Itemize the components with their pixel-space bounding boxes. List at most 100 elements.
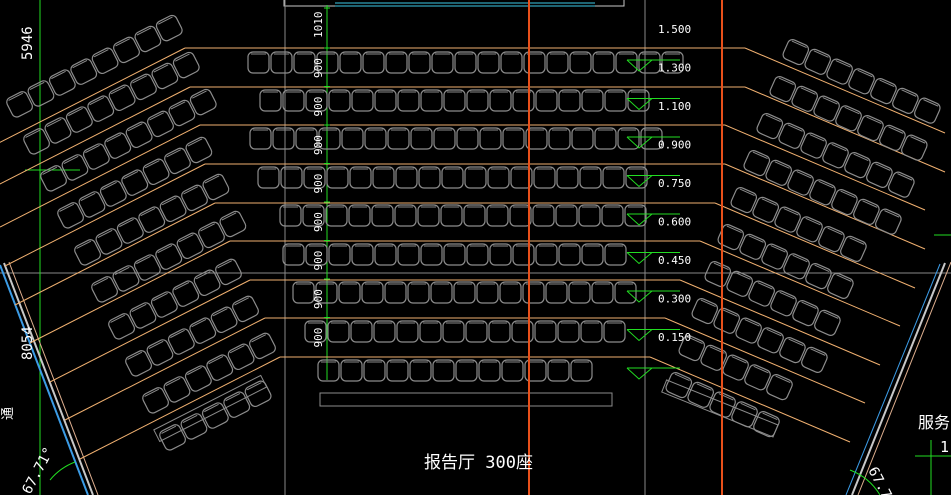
seat bbox=[341, 127, 364, 150]
seat bbox=[757, 327, 784, 354]
center-seat-row bbox=[317, 359, 593, 382]
seat bbox=[397, 243, 420, 266]
seat bbox=[292, 281, 315, 304]
seat bbox=[305, 89, 328, 112]
elevation-label: 1.500 bbox=[658, 23, 691, 36]
seat bbox=[407, 281, 430, 304]
seat bbox=[372, 166, 395, 189]
angle-left: 67.71° bbox=[19, 445, 57, 495]
seat bbox=[443, 243, 466, 266]
seat bbox=[374, 89, 397, 112]
seat bbox=[180, 413, 208, 440]
seat bbox=[535, 243, 558, 266]
seat bbox=[280, 166, 303, 189]
seat bbox=[146, 339, 174, 366]
dimension-label: 900 bbox=[312, 328, 325, 348]
side-seat-row bbox=[691, 298, 828, 373]
side-seat-row bbox=[717, 224, 854, 299]
elevation-label: 0.450 bbox=[658, 254, 691, 267]
seat bbox=[463, 204, 486, 227]
seat bbox=[525, 127, 548, 150]
elevation-markers: 1.5001.3001.1000.9000.7500.6000.4500.300… bbox=[626, 23, 691, 380]
seat bbox=[555, 204, 578, 227]
seat bbox=[305, 243, 328, 266]
side-seat-row bbox=[678, 335, 793, 401]
seat bbox=[193, 269, 221, 297]
seat bbox=[147, 110, 174, 138]
seat bbox=[257, 166, 280, 189]
elevation-marker: 1.300 bbox=[626, 62, 691, 111]
seat bbox=[617, 127, 640, 150]
side-seat-row bbox=[108, 258, 242, 340]
elevation-marker: 0.600 bbox=[626, 216, 691, 265]
side-seat-row bbox=[40, 88, 217, 192]
seat bbox=[394, 204, 417, 227]
seat bbox=[523, 51, 546, 74]
side-seat-row bbox=[91, 210, 247, 303]
seat bbox=[512, 89, 535, 112]
seat bbox=[796, 216, 823, 243]
seat bbox=[464, 166, 487, 189]
seat bbox=[456, 127, 479, 150]
seat bbox=[770, 290, 797, 317]
seat bbox=[875, 208, 902, 235]
seat bbox=[638, 51, 661, 74]
seat bbox=[476, 281, 499, 304]
side-seat-row bbox=[782, 39, 941, 124]
seat bbox=[486, 204, 509, 227]
seat bbox=[624, 204, 647, 227]
seat bbox=[466, 243, 489, 266]
seat bbox=[787, 169, 814, 196]
side-seat-row bbox=[23, 51, 200, 155]
seat bbox=[133, 254, 161, 281]
center-seat-row bbox=[259, 89, 650, 112]
seat bbox=[443, 89, 466, 112]
seat bbox=[813, 95, 840, 122]
seat bbox=[509, 204, 532, 227]
seat bbox=[800, 132, 827, 159]
elevation-marker: 1.500 bbox=[626, 23, 691, 72]
seat bbox=[512, 243, 535, 266]
seat bbox=[581, 243, 604, 266]
seat bbox=[594, 127, 617, 150]
seat bbox=[857, 115, 884, 142]
seat bbox=[769, 76, 797, 103]
seat bbox=[556, 166, 579, 189]
seat bbox=[615, 51, 638, 74]
seat bbox=[558, 243, 581, 266]
seat bbox=[546, 51, 569, 74]
seat bbox=[189, 88, 217, 116]
seat bbox=[130, 73, 157, 101]
elevation-label: 0.600 bbox=[658, 216, 691, 229]
seat bbox=[791, 85, 819, 112]
seat bbox=[363, 359, 386, 382]
center-seat-row bbox=[304, 320, 626, 343]
seat bbox=[361, 281, 384, 304]
seat bbox=[665, 372, 693, 399]
seat bbox=[328, 243, 351, 266]
angle-right: 67.71° bbox=[864, 464, 902, 495]
seat bbox=[395, 166, 418, 189]
seat bbox=[501, 359, 524, 382]
seat bbox=[432, 359, 455, 382]
seat bbox=[374, 243, 397, 266]
seat bbox=[155, 14, 183, 42]
seat bbox=[687, 381, 715, 408]
seat bbox=[167, 328, 195, 355]
elevation-marker: 0.750 bbox=[626, 177, 691, 226]
seat bbox=[61, 154, 89, 181]
seat bbox=[879, 124, 906, 151]
seat bbox=[272, 127, 295, 150]
seat bbox=[892, 87, 919, 114]
seat bbox=[717, 224, 745, 251]
seat bbox=[74, 239, 102, 266]
seat bbox=[547, 359, 570, 382]
seat bbox=[317, 359, 340, 382]
seat bbox=[442, 320, 465, 343]
seat bbox=[202, 173, 230, 201]
seat bbox=[477, 51, 500, 74]
seat bbox=[210, 306, 238, 334]
seat bbox=[430, 281, 453, 304]
